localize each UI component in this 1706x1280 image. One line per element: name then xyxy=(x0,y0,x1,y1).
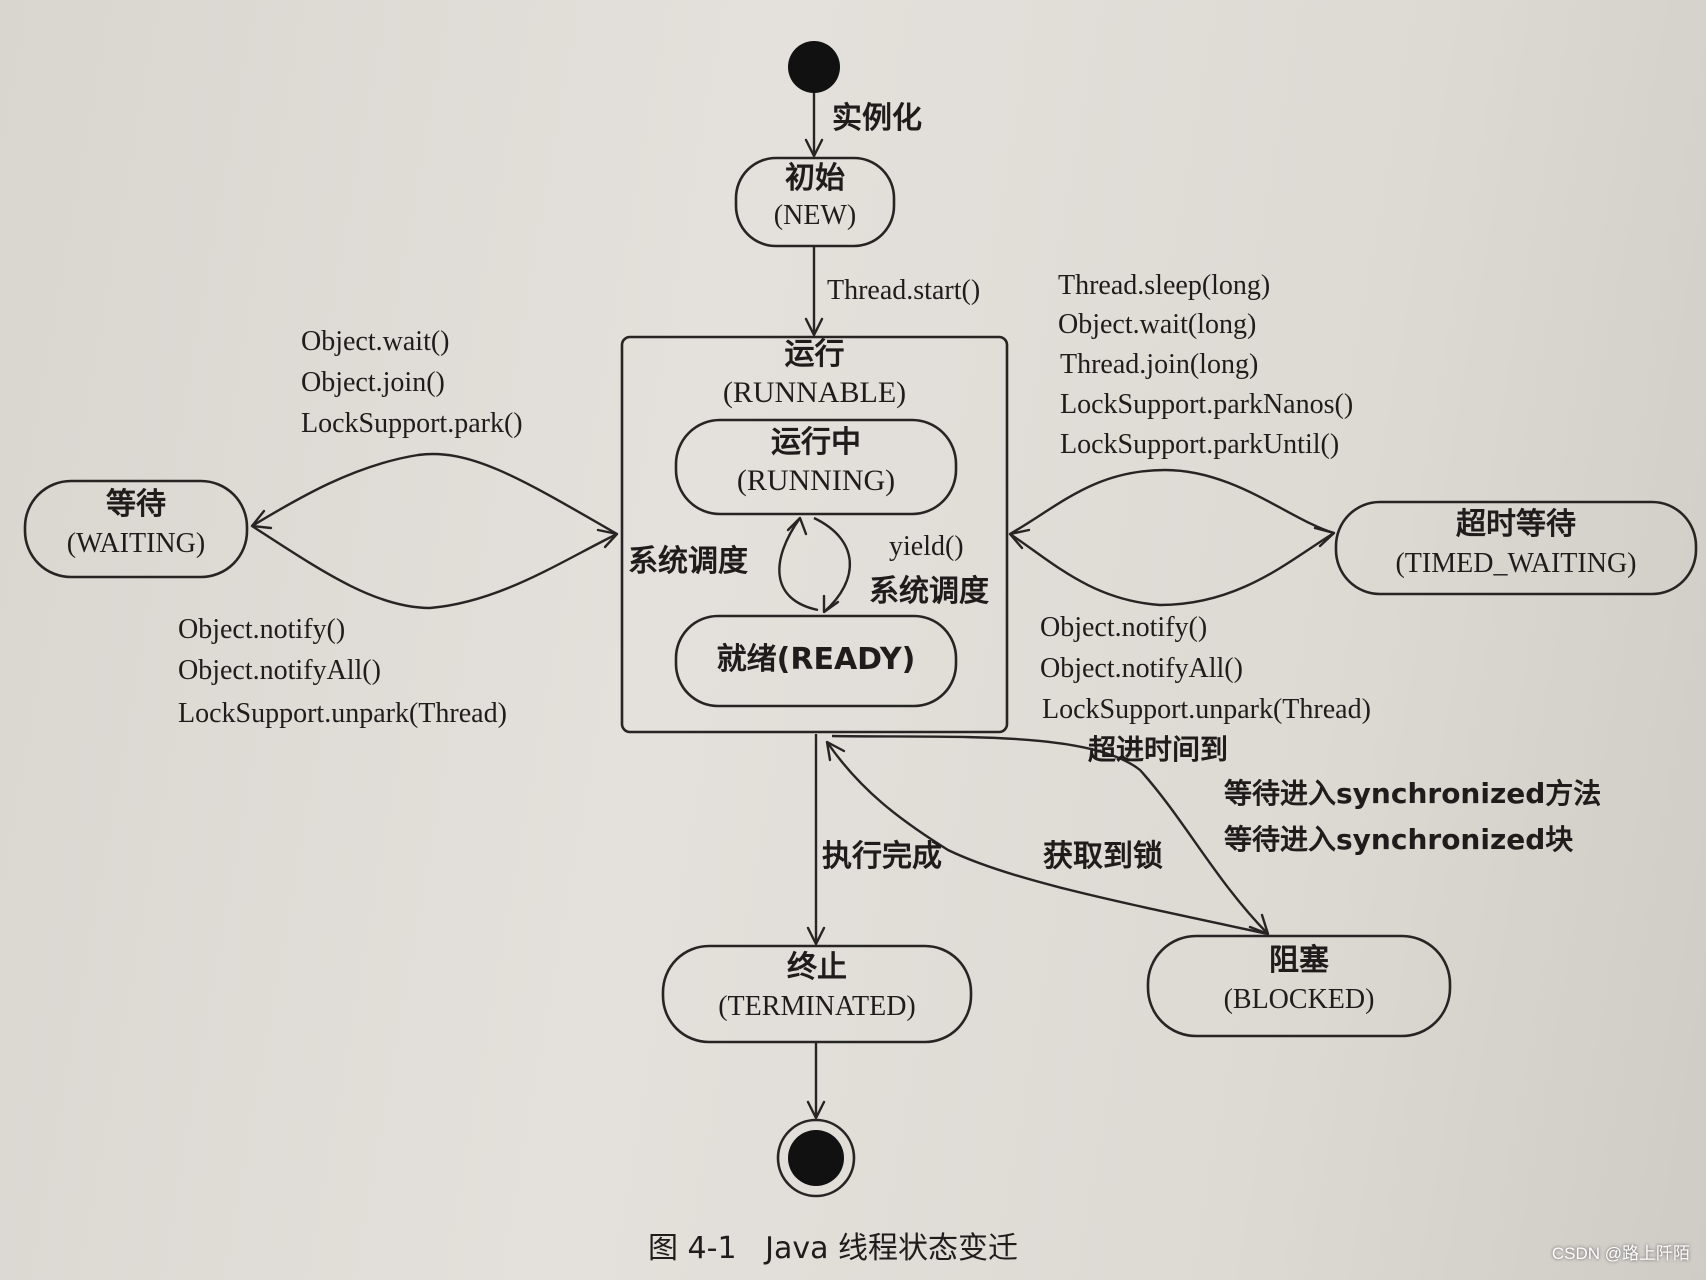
watermark: CSDN @路上阡陌 xyxy=(1551,1244,1690,1263)
edge-running-to-ready xyxy=(813,516,851,613)
state-runnable-box xyxy=(620,335,1009,734)
state-runnable-cn: 运行 xyxy=(784,337,845,372)
label-line: Thread.join(long) xyxy=(1060,349,1259,380)
state-waiting: 等待 (WAITING) xyxy=(25,490,247,558)
edge-to-timed-waiting xyxy=(1009,468,1335,536)
arrowhead-to-blocked xyxy=(1248,913,1270,936)
initial-node xyxy=(788,41,840,93)
edge-to-waiting xyxy=(251,452,618,536)
state-running-en: (RUNNING) xyxy=(736,464,896,497)
state-timed-waiting-en: (TIMED_WAITING) xyxy=(1395,548,1637,579)
figure-caption: 图 4-1 Java 线程状态变迁 xyxy=(648,1231,1019,1266)
state-waiting-en: (WAITING) xyxy=(66,528,206,559)
edge-from-waiting xyxy=(251,524,618,610)
label-instantiate: 实例化 xyxy=(832,101,922,136)
state-terminated-en: (TERMINATED) xyxy=(718,991,916,1022)
state-timed-waiting: 超时等待 (TIMED_WAITING) xyxy=(1336,510,1696,578)
label-line: LockSupport.park() xyxy=(301,408,523,439)
arrowhead-from-waiting xyxy=(596,528,619,549)
edge-ready-to-running xyxy=(778,517,819,612)
label-line: LockSupport.parkUntil() xyxy=(1060,429,1340,460)
arrowhead-end xyxy=(806,1100,826,1120)
label-running-to-ready: 系统调度 xyxy=(869,574,989,609)
label-start: Thread.start() xyxy=(827,275,981,306)
state-timed-waiting-box xyxy=(1334,500,1698,596)
label-line: Object.notify() xyxy=(178,614,346,645)
label-yield: yield() xyxy=(889,531,964,562)
label-finish: 执行完成 xyxy=(822,839,942,874)
state-running: 运行中 (RUNNING) xyxy=(676,428,956,496)
label-line: Object.wait(long) xyxy=(1058,309,1257,340)
state-blocked-box xyxy=(1146,934,1452,1038)
edge-from-blocked xyxy=(826,741,1269,936)
arrowhead-start xyxy=(804,317,824,337)
label-ready-to-running: 系统调度 xyxy=(628,544,748,579)
label-line: Object.notifyAll() xyxy=(1040,653,1243,684)
label-line: LockSupport.unpark(Thread) xyxy=(1042,694,1371,725)
state-blocked-cn: 阻塞 xyxy=(1269,943,1329,978)
state-new: 初始 (NEW) xyxy=(736,164,894,230)
state-blocked-en: (BLOCKED) xyxy=(1223,984,1375,1015)
label-from-blocked: 获取到锁 xyxy=(1043,839,1163,874)
label-line: Object.notify() xyxy=(1040,612,1208,643)
label-line: Object.notifyAll() xyxy=(178,655,381,686)
arrowhead-from-blocked xyxy=(825,740,846,762)
arrowhead-ready-to-running xyxy=(786,516,808,536)
label-line: 超进时间到 xyxy=(1088,733,1229,766)
state-ready-box xyxy=(674,614,958,708)
state-runnable-en: (RUNNABLE) xyxy=(722,376,907,409)
label-line: Object.wait() xyxy=(301,326,450,357)
final-node-ring xyxy=(776,1118,856,1198)
state-waiting-cn: 等待 xyxy=(106,487,166,522)
state-timed-waiting-cn: 超时等待 xyxy=(1456,507,1576,542)
state-terminated-cn: 终止 xyxy=(787,950,847,985)
arrowhead-running-to-ready xyxy=(822,594,840,614)
label-line: LockSupport.parkNanos() xyxy=(1060,389,1354,420)
state-ready: 就绪(READY) xyxy=(716,642,916,677)
state-runnable: 运行 (RUNNABLE) xyxy=(622,340,1007,408)
arrowhead-from-timed-waiting xyxy=(1008,528,1031,550)
label-line: Object.join() xyxy=(301,367,445,398)
state-running-box xyxy=(674,418,958,516)
state-terminated: 终止 (TERMINATED) xyxy=(663,953,971,1021)
state-waiting-box xyxy=(23,479,249,579)
edge-to-blocked xyxy=(831,734,1269,935)
arrowhead-instantiate xyxy=(804,138,824,158)
label-line: 等待进入synchronized块 xyxy=(1224,823,1574,856)
arrowhead-finish xyxy=(806,926,826,946)
final-node-core xyxy=(788,1130,844,1186)
state-running-cn: 运行中 xyxy=(771,425,861,460)
edge-from-timed-waiting xyxy=(1009,531,1335,607)
label-line: 等待进入synchronized方法 xyxy=(1224,777,1602,810)
label-line: LockSupport.unpark(Thread) xyxy=(178,698,507,729)
state-new-en: (NEW) xyxy=(773,200,857,231)
state-blocked: 阻塞 (BLOCKED) xyxy=(1148,946,1450,1014)
state-new-cn: 初始 xyxy=(785,161,845,196)
label-line: Thread.sleep(long) xyxy=(1058,270,1271,301)
